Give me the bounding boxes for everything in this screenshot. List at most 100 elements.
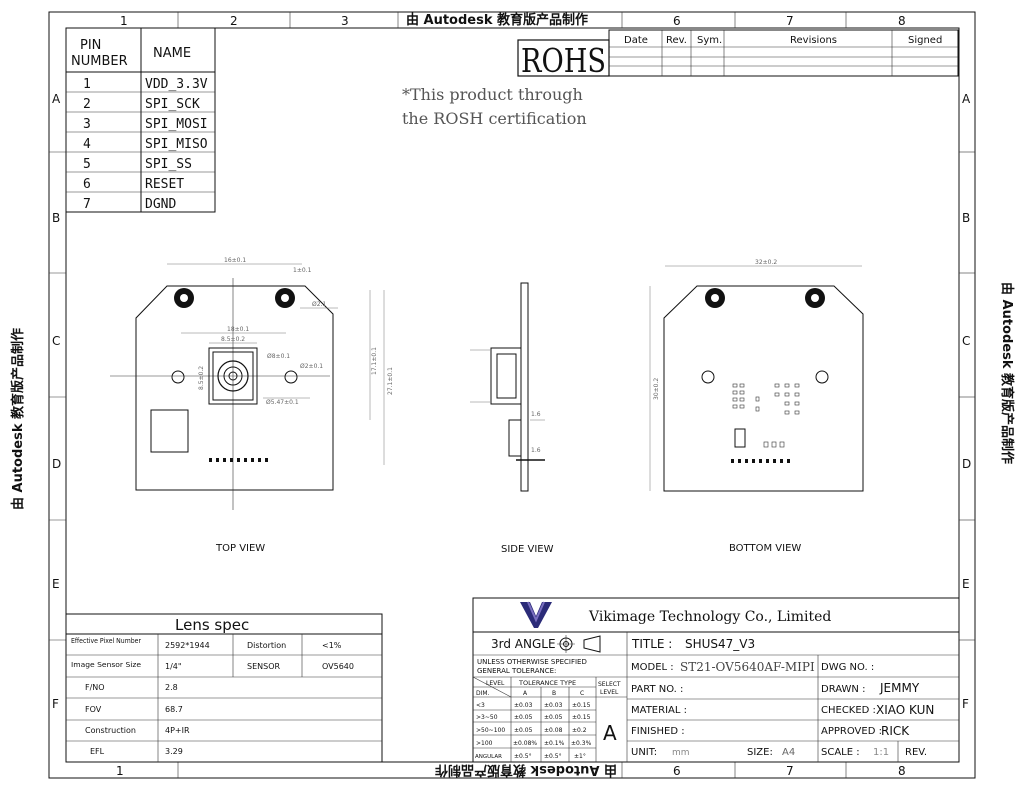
approved-value: RICK [881, 724, 910, 738]
col-label-8: 8 [898, 14, 906, 28]
pin-6-name: RESET [145, 177, 184, 192]
finished-label: FINISHED : [631, 726, 685, 737]
lens-row-0-value2: <1% [322, 641, 342, 650]
tol-type-header: TOLERANCE TYPE [518, 679, 576, 687]
dim-top-small: 1±0.1 [293, 267, 312, 274]
number-header: NUMBER [71, 54, 128, 69]
row-label-A: A [52, 92, 61, 106]
col-label-3: 3 [341, 14, 349, 28]
tol-r3-b: ±0.1% [544, 740, 565, 747]
dim-bottom-width: 32±0.2 [755, 259, 777, 266]
lens-row-0-value: 2592*1944 [165, 641, 210, 650]
lens-spec-title: Lens spec [175, 616, 249, 634]
lens-row-3-value: 68.7 [165, 705, 183, 714]
row-label-E: E [52, 577, 60, 591]
pin-1-name: VDD_3.3V [145, 77, 208, 92]
pin-3-name: SPI_MOSI [145, 117, 208, 132]
rev-rev-header: Rev. [666, 35, 687, 46]
pin-5: 5 [83, 157, 91, 172]
pin-2: 2 [83, 97, 91, 112]
tol-select-header: SELECT [598, 681, 621, 688]
side-view-drawing [470, 282, 545, 492]
lens-row-2-label: F/NO [85, 683, 105, 692]
tol-line2: GENERAL TOLERANCE: [477, 667, 556, 675]
lens-row-3-label: FOV [85, 705, 102, 714]
col-label-7: 7 [786, 14, 794, 28]
tol-r3-c: ±0.3% [571, 740, 592, 747]
rohs-label: ROHS [521, 41, 606, 80]
tol-r0-a: ±0.03 [514, 702, 533, 709]
rev-date-header: Date [624, 35, 648, 46]
rev-sym-header: Sym. [697, 35, 722, 46]
checked-value: XIAO KUN [876, 703, 934, 717]
pin-table: PIN NUMBER NAME 1 VDD_3.3V 2 SPI_SCK 3 S… [65, 27, 216, 213]
company-logo [520, 602, 552, 628]
tol-r0-c: ±0.15 [572, 702, 591, 709]
angle-label: 3rd ANGLE [491, 637, 556, 651]
pin-7: 7 [83, 197, 91, 212]
model-label: MODEL : [631, 662, 674, 673]
lens-row-1-value: 1/4" [165, 662, 182, 671]
dim-top-lens-h: 8.5±0.2 [198, 366, 205, 390]
drawn-value: JEMMY [879, 681, 920, 695]
bottom-col-label-7: 7 [786, 764, 794, 778]
pin-6: 6 [83, 177, 91, 192]
bottom-view-drawing [649, 265, 864, 492]
tol-selected-level: A [603, 721, 617, 745]
dim-bottom-height: 30±0.2 [653, 378, 660, 400]
bottom-view-label: BOTTOM VIEW [729, 543, 801, 554]
top-view-label: TOP VIEW [215, 543, 265, 554]
scale-value: 1:1 [873, 747, 889, 758]
dim-top-width: 16±0.1 [224, 257, 246, 264]
lens-row-1-value2: OV5640 [322, 662, 354, 671]
top-view-drawing [110, 263, 385, 510]
pin-7-name: DGND [145, 197, 176, 212]
title-block: Vikimage Technology Co., Limited 3rd ANG… [472, 597, 960, 763]
tol-r1-c: ±0.15 [572, 714, 591, 721]
approved-label: APPROVED : [821, 726, 882, 737]
company-name: Vikimage Technology Co., Limited [588, 609, 831, 625]
rohs-note-line1: *This product through [402, 85, 583, 104]
bottom-col-label-8: 8 [898, 764, 906, 778]
dim-top-hole: Ø2±0.1 [300, 363, 323, 370]
dim-top-height: 27.1±0.1 [387, 367, 394, 395]
material-label: MATERIAL : [631, 705, 687, 716]
dim-top-hole2: Ø8±0.1 [267, 353, 290, 360]
pin-4: 4 [83, 137, 91, 152]
bottom-col-label-6: 6 [673, 764, 681, 778]
size-label: SIZE: [747, 747, 773, 758]
tol-select-header2: LEVEL [600, 689, 619, 696]
pin-header: PIN [80, 38, 101, 53]
lens-spec-table: Lens spec Effective Pixel Number 2592*19… [65, 613, 383, 763]
rev-revisions-header: Revisions [790, 35, 837, 46]
rohs-box: ROHS [517, 39, 610, 80]
col-label-1: 1 [120, 14, 128, 28]
tol-dim-header: DIM. [476, 690, 490, 697]
lens-row-4-value: 4P+IR [165, 726, 190, 735]
lens-row-1-label2: SENSOR [247, 662, 280, 671]
dim-side-a: 1.6 [531, 411, 541, 418]
lens-row-5-value: 3.29 [165, 747, 183, 756]
dwg-label: DWG NO. : [821, 662, 874, 673]
pin-4-name: SPI_MISO [145, 137, 208, 152]
checked-label: CHECKED : [821, 705, 876, 716]
size-value: A4 [782, 747, 795, 758]
lens-row-5-label: EFL [90, 747, 105, 756]
tol-r0-b: ±0.03 [544, 702, 563, 709]
tol-col-a: A [523, 690, 528, 697]
title-value: SHUS47_V3 [685, 637, 755, 651]
row-label-C: C [52, 334, 60, 348]
lens-row-1-label: Image Sensor Size [71, 661, 141, 669]
tol-r1-b: ±0.05 [544, 714, 563, 721]
col-label-2: 2 [230, 14, 238, 28]
row-label-B-right: B [962, 211, 970, 225]
revision-table: Date Rev. Sym. Revisions Signed [608, 29, 959, 77]
watermark-left: 由 Autodesk 教育版产品制作 [10, 328, 26, 510]
lens-row-0-label2: Distortion [247, 641, 286, 650]
scale-label: SCALE : [821, 747, 860, 758]
dim-top-height2: 17.1±0.1 [371, 347, 378, 375]
row-label-D-right: D [962, 457, 971, 471]
name-header: NAME [153, 46, 191, 61]
title-label: TITLE : [631, 637, 672, 651]
unit-label: UNIT: [631, 747, 657, 758]
